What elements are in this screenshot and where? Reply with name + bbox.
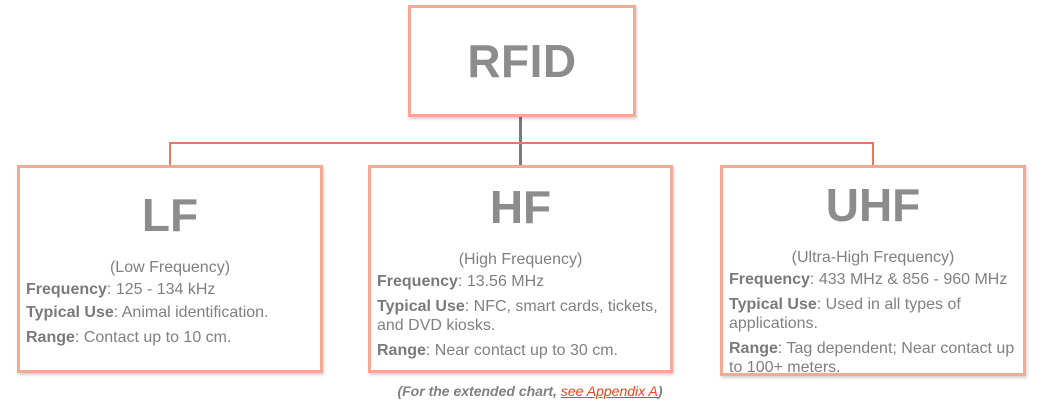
frequency-label: Frequency [729, 271, 810, 289]
node-uhf-typical-use: Typical Use: Used in all types of applic… [729, 296, 1017, 334]
caption-suffix: ) [657, 383, 663, 399]
node-lf-range: Range: Contact up to 10 cm. [26, 329, 314, 348]
frequency-value: : 13.56 MHz [457, 273, 545, 291]
node-lf-title: LF [141, 189, 199, 241]
range-value: : Tag dependent; Near contact up to 100+… [729, 339, 1015, 376]
range-value: : Near contact up to 30 cm. [425, 341, 618, 359]
footnote-caption: (For the extended chart, see Appendix A) [0, 383, 1060, 399]
node-uhf: UHF (Ultra-High Frequency) Frequency: 43… [720, 165, 1026, 376]
root-title: RFID [467, 35, 577, 87]
node-hf: HF (High Frequency) Frequency: 13.56 MHz… [368, 165, 673, 373]
range-label: Range [26, 328, 75, 346]
typical-use-label: Typical Use [377, 298, 465, 316]
connector-horizontal-bar [169, 142, 874, 144]
typical-use-label: Typical Use [729, 296, 817, 314]
node-lf-typical-use: Typical Use: Animal identification. [26, 304, 314, 323]
node-hf-typical-use: Typical Use: NFC, smart cards, tickets, … [377, 298, 664, 336]
frequency-label: Frequency [26, 281, 107, 299]
root-node: RFID [408, 5, 636, 117]
connector-root-stem [519, 117, 522, 165]
node-uhf-frequency: Frequency: 433 MHz & 856 - 960 MHz [729, 271, 1017, 290]
node-uhf-subtitle: (Ultra-High Frequency) [791, 249, 955, 266]
connector-drop-lf [169, 142, 171, 165]
frequency-value: : 125 - 134 kHz [106, 281, 216, 299]
node-hf-subtitle: (High Frequency) [458, 251, 583, 268]
node-uhf-range: Range: Tag dependent; Near contact up to… [729, 340, 1017, 378]
appendix-link[interactable]: see Appendix A [560, 383, 658, 399]
range-label: Range [729, 339, 778, 357]
connector-drop-uhf [872, 142, 874, 165]
typical-use-value: : Animal identification. [113, 304, 269, 322]
typical-use-label: Typical Use [26, 304, 114, 322]
range-label: Range [377, 341, 426, 359]
node-hf-range: Range: Near contact up to 30 cm. [377, 342, 664, 361]
caption-prefix: (For the extended chart, [397, 383, 561, 399]
typical-use-value: : NFC, smart cards, tickets, and DVD kio… [377, 298, 658, 334]
node-hf-title: HF [489, 181, 552, 233]
typical-use-value: : Used in all types of applications. [729, 296, 961, 332]
range-value: : Contact up to 10 cm. [74, 328, 232, 346]
node-uhf-title: UHF [825, 179, 921, 231]
frequency-value: : 433 MHz & 856 - 960 MHz [809, 271, 1008, 289]
frequency-label: Frequency [377, 273, 458, 291]
node-lf-subtitle: (Low Frequency) [109, 259, 231, 276]
node-lf-frequency: Frequency: 125 - 134 kHz [26, 281, 314, 300]
node-hf-frequency: Frequency: 13.56 MHz [377, 273, 664, 292]
node-lf: LF (Low Frequency) Frequency: 125 - 134 … [17, 165, 323, 373]
